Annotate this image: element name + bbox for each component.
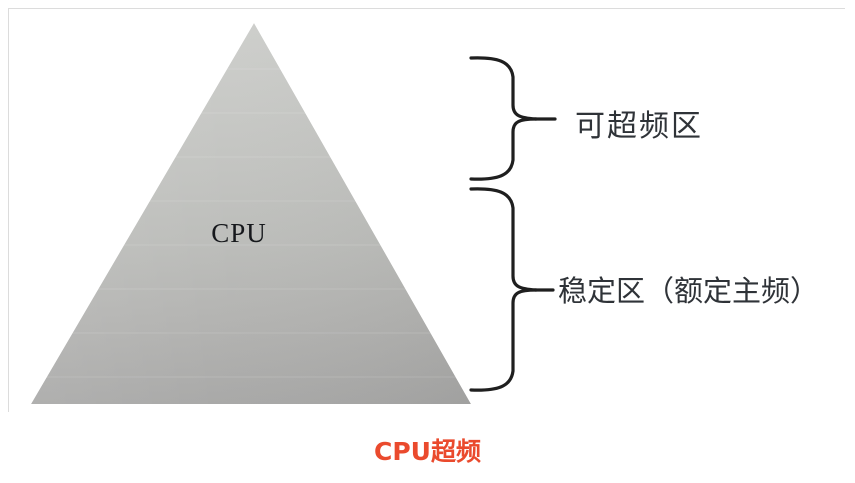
diagram-caption: CPU超频	[374, 437, 481, 466]
zone-label-overclockable: 可超频区	[575, 109, 703, 144]
pyramid-outside-mask	[9, 9, 846, 413]
pyramid-diagram-svg	[9, 9, 846, 413]
cpu-pyramid-shape	[9, 9, 846, 413]
figure-frame: CPU 可超频区 稳定区（额定主频）	[8, 8, 846, 413]
zone-label-stable: 稳定区（额定主频）	[558, 274, 820, 308]
brace-stable-zone	[469, 187, 555, 392]
pyramid-cpu-label: CPU	[211, 218, 267, 248]
pyramid-shading	[31, 23, 471, 404]
brace-overclockable-zone	[469, 56, 557, 181]
